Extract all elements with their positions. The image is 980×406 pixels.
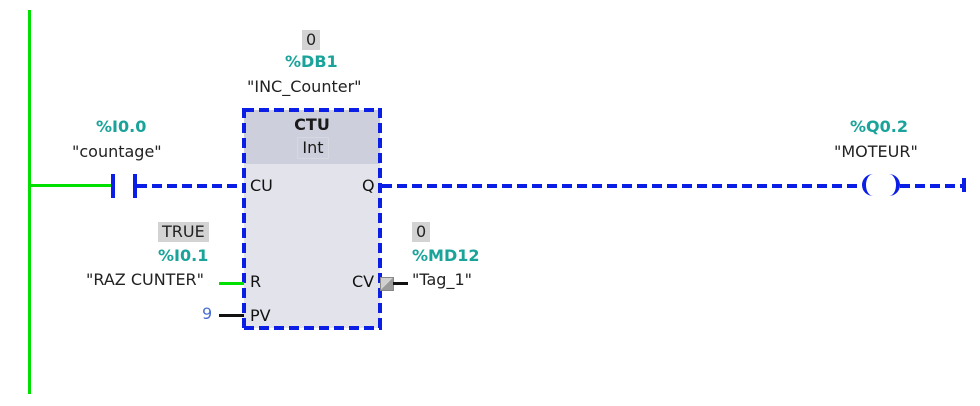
pin-q[interactable]: Q — [362, 176, 375, 195]
cv-output-marker — [380, 277, 394, 291]
ctu-counter-block[interactable]: CTU Int CU Q R CV PV — [244, 110, 380, 328]
cv-output-wire — [393, 282, 408, 285]
pin-cu[interactable]: CU — [250, 176, 273, 195]
energized-wire-rail-to-contact — [31, 184, 111, 187]
ctu-datatype-selector[interactable]: Int — [297, 137, 329, 159]
contact-tag: "countage" — [72, 142, 162, 161]
preset-value-constant[interactable]: 9 — [202, 304, 213, 323]
wire-end-tick — [962, 178, 966, 192]
instance-db-tag[interactable]: "INC_Counter" — [247, 77, 362, 96]
box-border-bottom — [244, 326, 382, 330]
coil-right-paren — [888, 174, 900, 196]
contact-address: %I0.0 — [96, 117, 147, 136]
ctu-type-label: CTU — [294, 115, 330, 134]
coil-moteur[interactable] — [858, 174, 904, 198]
preset-value-wire — [219, 314, 244, 317]
contact-left-bar — [111, 174, 115, 198]
coil-address: %Q0.2 — [850, 117, 908, 136]
box-border-right — [378, 108, 382, 330]
instance-db-address: %DB1 — [285, 52, 338, 71]
cv-output-value: 0 — [412, 222, 431, 242]
cv-output-tag[interactable]: "Tag_1" — [412, 270, 472, 289]
pin-r[interactable]: R — [250, 272, 262, 291]
box-border-top — [244, 108, 382, 112]
reset-input-address: %I0.1 — [158, 246, 209, 265]
wire-q-to-coil — [382, 184, 860, 188]
power-rail — [28, 10, 31, 394]
contact-right-bar — [133, 174, 137, 198]
pin-pv[interactable]: PV — [250, 306, 271, 325]
reset-input-tag[interactable]: "RAZ CUNTER" — [86, 270, 205, 289]
ctu-header: CTU Int — [244, 110, 380, 164]
instance-db-value: 0 — [302, 30, 321, 50]
pin-cv[interactable]: CV — [352, 272, 375, 291]
no-contact-countage[interactable] — [106, 174, 140, 198]
coil-left-paren — [862, 174, 874, 196]
cv-output-address: %MD12 — [412, 246, 480, 265]
box-border-left — [242, 108, 246, 330]
wire-coil-out — [900, 184, 962, 188]
wire-contact-to-cu — [137, 184, 244, 188]
reset-input-value: TRUE — [158, 222, 209, 242]
coil-tag: "MOTEUR" — [834, 142, 918, 161]
reset-input-wire — [219, 282, 244, 285]
